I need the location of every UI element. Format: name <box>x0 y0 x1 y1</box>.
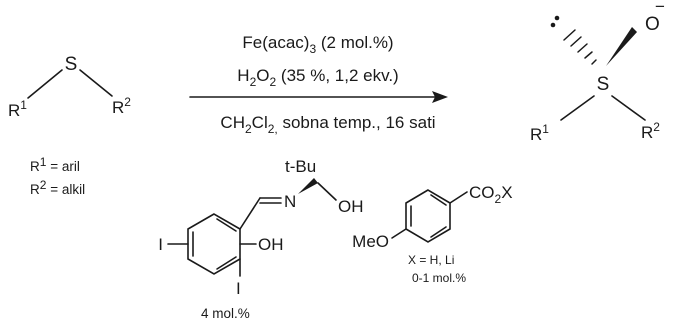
ligand-loading: 4 mol.% <box>201 306 250 321</box>
additive-loading: 0-1 mol.% <box>412 271 466 285</box>
ligand-iodine-bottom: I <box>236 279 241 298</box>
ligand-ring-double-bond <box>216 218 237 232</box>
reaction-arrow-head <box>432 91 448 103</box>
ligand-alcohol-oh: OH <box>338 197 364 216</box>
product-hashed-bond <box>563 29 597 65</box>
ligand-phenol-oh: OH <box>258 235 284 254</box>
substrate-r2-label: R2 <box>112 95 131 117</box>
additive-ring-double-bond <box>430 194 447 206</box>
ligand-bond-ring-ch <box>239 197 261 230</box>
additive-benzene-ring <box>405 189 451 243</box>
product-negative-charge: − <box>655 0 665 16</box>
product-wedge-bond <box>606 27 637 66</box>
reaction-conditions: Fe(acac)3 (2 mol.%) H2O2 (35 %, 1,2 ekv.… <box>189 33 448 136</box>
condition-solvent-temperature-time: CH2Cl2, sobna temp., 16 sati <box>220 113 435 136</box>
product-bond-s-r1 <box>560 95 595 121</box>
additive-structure: CO2X MeO X = H, Li 0-1 mol.% <box>352 183 512 285</box>
substrate-structure: S R1 R2 R1 = aril R2 = alkil <box>8 54 131 197</box>
substrate-bond-s-r2 <box>79 69 113 97</box>
product-lone-pair-dot <box>550 22 556 28</box>
product-oxygen-label: O <box>645 14 660 35</box>
additive-bond-carboxyl <box>449 191 468 204</box>
product-r2-label: R2 <box>641 120 660 142</box>
ligand-tbu-label: t-Bu <box>285 157 316 176</box>
product-structure: O − S R1 R2 <box>530 0 665 144</box>
additive-carboxyl-label: CO2X <box>469 183 513 206</box>
condition-catalyst: Fe(acac)3 (2 mol.%) <box>242 33 393 56</box>
substrate-bond-r1-s <box>27 69 63 99</box>
substrate-sulfur-label: S <box>65 54 78 75</box>
substrate-r2-definition: R2 = alkil <box>30 178 85 197</box>
condition-oxidant: H2O2 (35 %, 1,2 ekv.) <box>237 66 398 89</box>
ligand-nitrogen-label: N <box>284 192 296 211</box>
ligand-bond-ch2 <box>317 182 337 201</box>
product-bond-s-r2 <box>611 95 646 121</box>
additive-ring-double-bond <box>430 226 447 238</box>
ligand-wedge-bond-tbu <box>298 178 318 194</box>
additive-x-definition: X = H, Li <box>408 253 454 267</box>
ligand-iodine-left: I <box>158 235 163 254</box>
ligand-ring-double-bond <box>216 256 237 270</box>
product-r1-label: R1 <box>530 122 549 144</box>
product-sulfur-label: S <box>597 74 610 95</box>
substrate-r1-label: R1 <box>8 98 27 120</box>
product-lone-pair-dot <box>554 15 560 21</box>
ligand-benzene-ring <box>187 213 241 275</box>
substrate-r1-definition: R1 = aril <box>30 155 80 174</box>
ligand-structure: I OH I N t-Bu OH 4 mol.% <box>158 157 363 321</box>
additive-methoxy-label: MeO <box>352 232 389 251</box>
additive-bond-methoxy <box>391 228 407 239</box>
